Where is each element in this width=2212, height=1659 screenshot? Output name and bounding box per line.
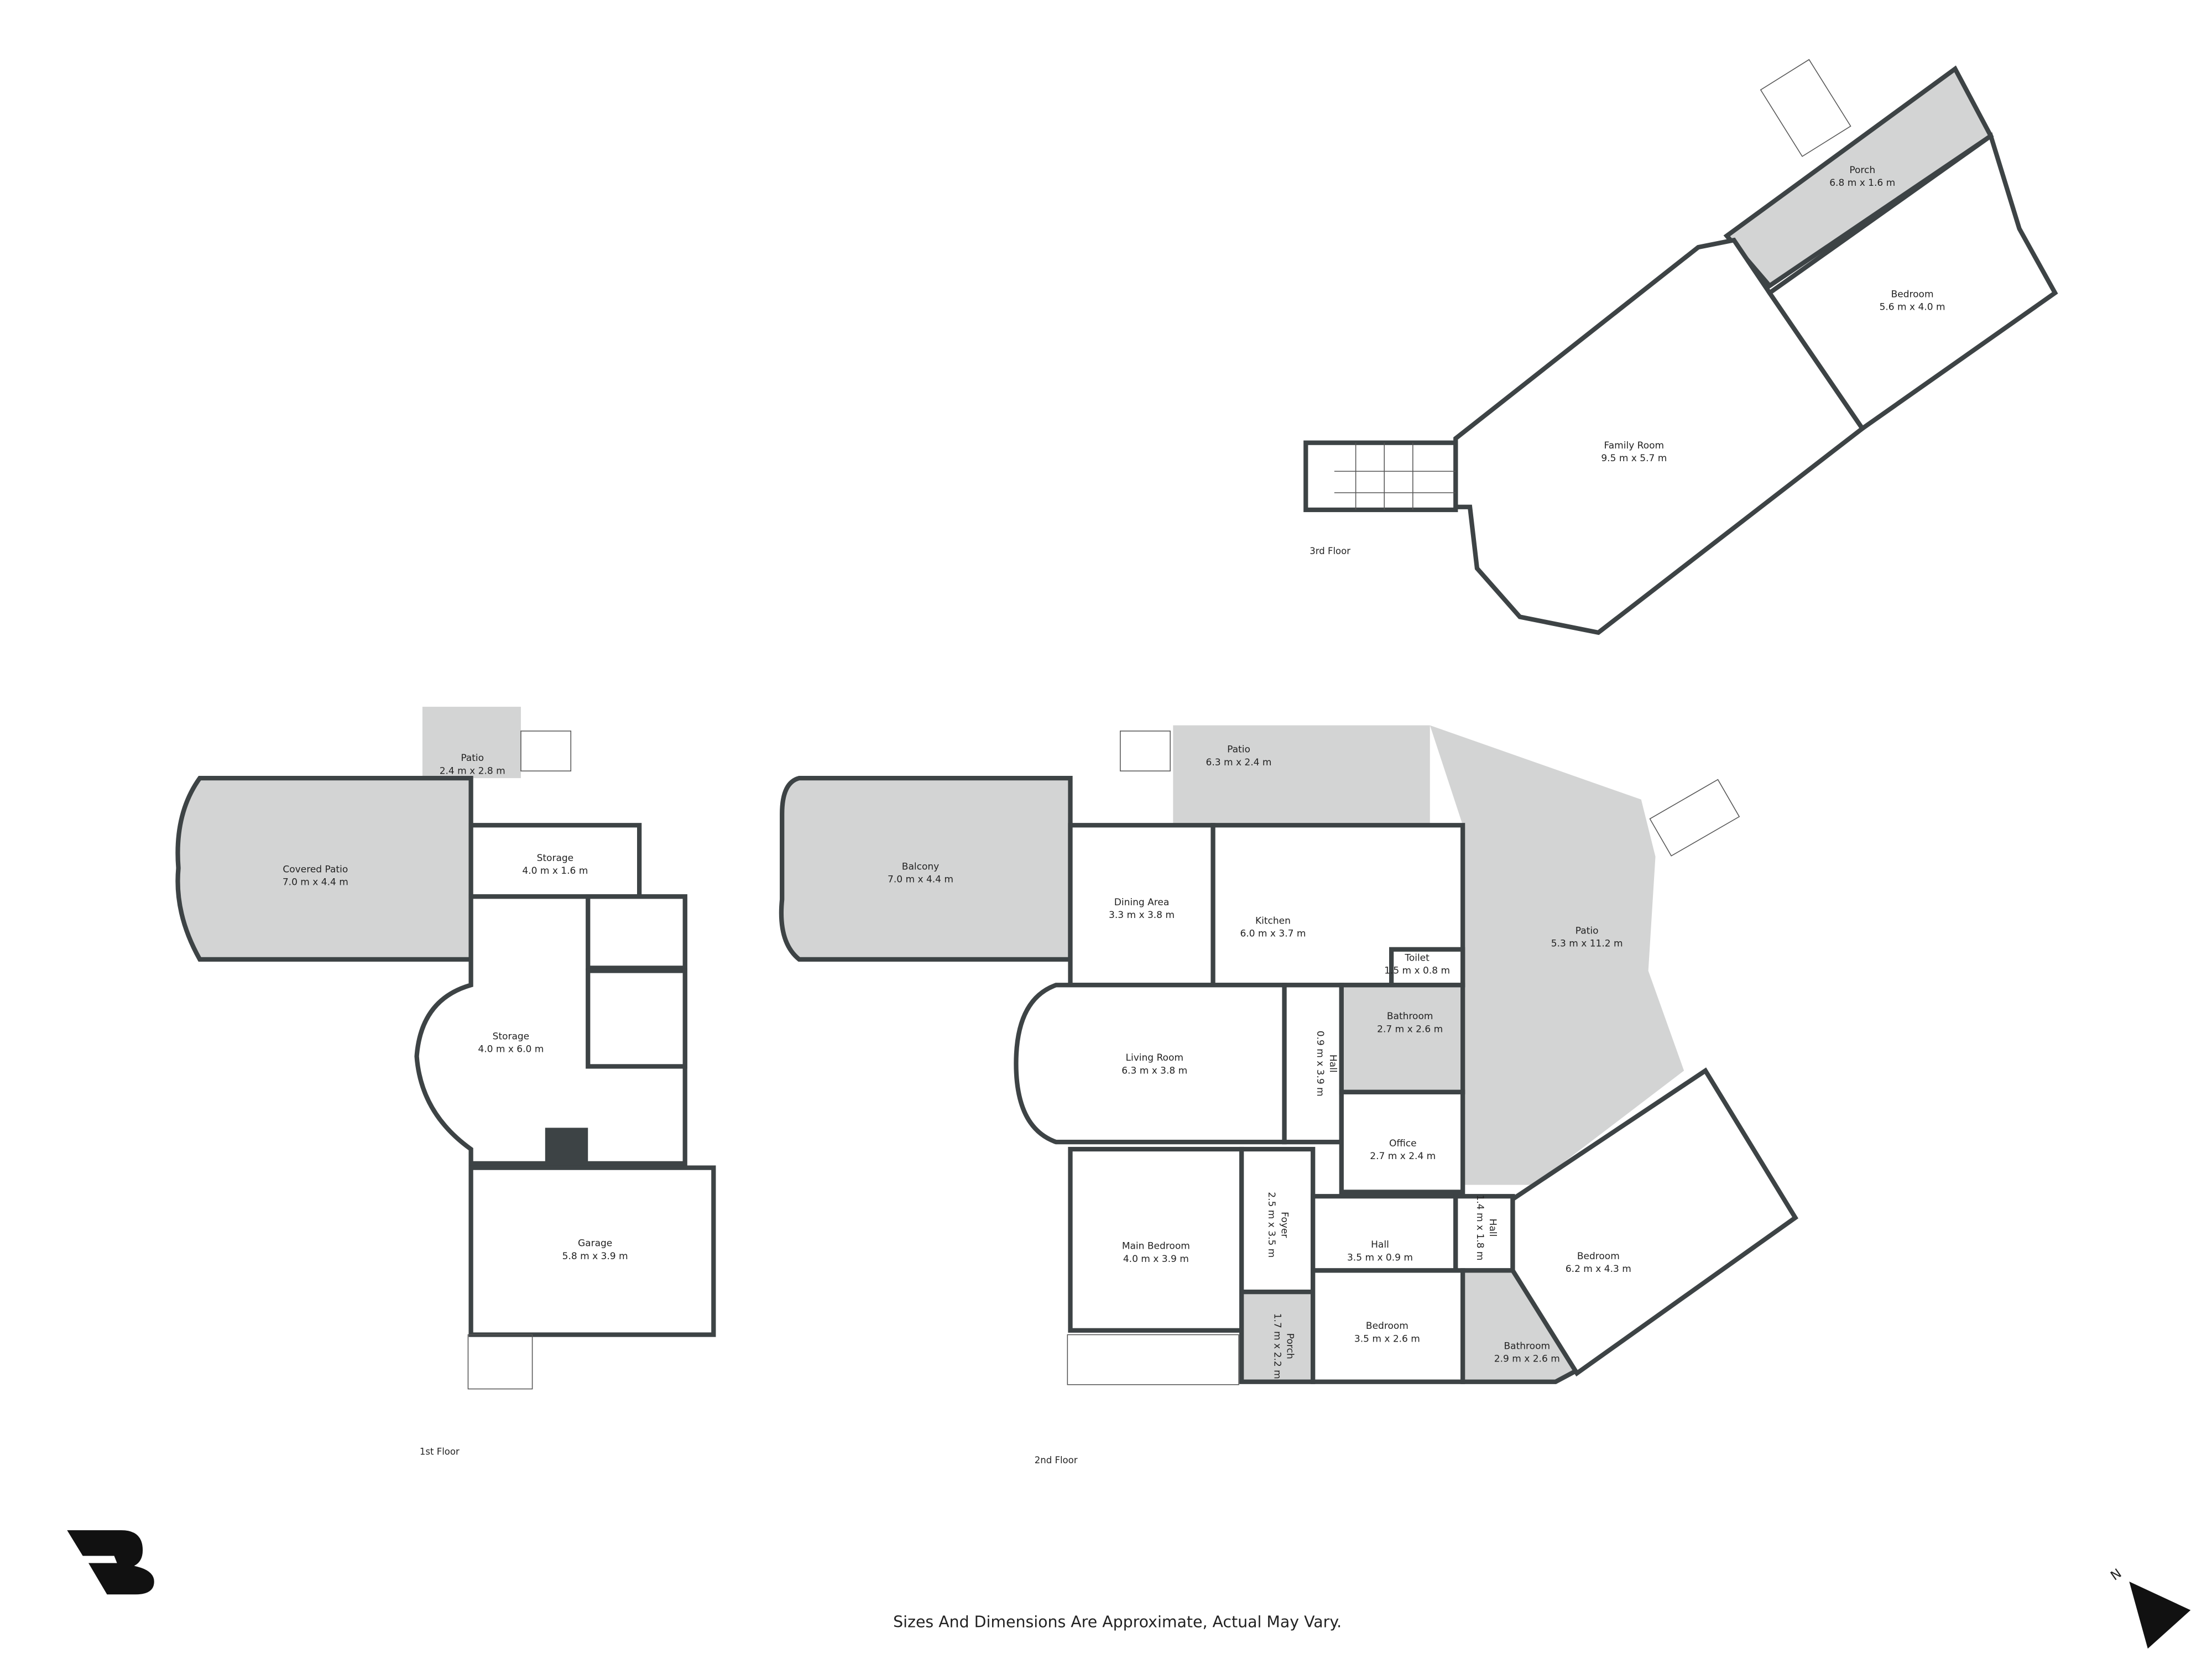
room-name: Dining Area bbox=[1114, 897, 1170, 908]
room-name: Family Room bbox=[1604, 440, 1665, 451]
room-name: Bedroom bbox=[1577, 1251, 1620, 1262]
room-dims: 3.5 m x 2.6 m bbox=[1354, 1333, 1420, 1344]
room-name: Bedroom bbox=[1891, 289, 1934, 300]
room-dims: 3.3 m x 3.8 m bbox=[1109, 910, 1175, 921]
exterior-stairs bbox=[1649, 779, 1740, 857]
exterior-stairs bbox=[1760, 59, 1851, 157]
room-shape-bedroom-6-2 bbox=[1510, 1067, 1798, 1377]
room-dims: 6.3 m x 2.4 m bbox=[1206, 757, 1272, 768]
floor-label-3rd: 3rd Floor bbox=[1310, 546, 1350, 556]
room-name: Bedroom bbox=[1366, 1321, 1408, 1332]
room-shape-bedroom-3-5 bbox=[1311, 1268, 1465, 1384]
room-dims: 5.3 m x 11.2 m bbox=[1551, 938, 1623, 950]
floor-label-1st: 1st Floor bbox=[420, 1446, 460, 1457]
room-dims: 6.8 m x 1.6 m bbox=[1829, 178, 1895, 189]
room-dims: 5.6 m x 4.0 m bbox=[1880, 302, 1945, 313]
north-arrow-icon: N bbox=[2108, 1566, 2191, 1649]
room-name: Toilet bbox=[1404, 952, 1430, 963]
room-name: Porch bbox=[1285, 1333, 1296, 1359]
room-dims: 5.8 m x 3.9 m bbox=[562, 1251, 628, 1262]
room-dims: 4.0 m x 1.6 m bbox=[522, 865, 588, 877]
room-name: Kitchen bbox=[1255, 915, 1291, 926]
room-dims: 6.3 m x 3.8 m bbox=[1121, 1065, 1187, 1076]
room-shape-office bbox=[1339, 1089, 1465, 1194]
room-name: Balcony bbox=[902, 861, 939, 872]
storage-closet bbox=[586, 894, 687, 971]
disclaimer-text: Sizes And Dimensions Are Approximate, Ac… bbox=[893, 1613, 1342, 1631]
room-dims: 2.7 m x 2.6 m bbox=[1377, 1024, 1443, 1035]
room-dims: 2.7 m x 2.4 m bbox=[1370, 1151, 1436, 1162]
room-dims: 1.4 m x 1.8 m bbox=[1474, 1195, 1485, 1261]
room-shape-storage-small bbox=[468, 823, 642, 899]
room-dims: 6.2 m x 4.3 m bbox=[1566, 1264, 1631, 1275]
storage-closet bbox=[586, 968, 687, 1069]
room-dims: 4.0 m x 3.9 m bbox=[1123, 1254, 1189, 1265]
third-floor-plan: Porch 6.8 m x 1.6 m Bedroom 5.6 m x 4.0 … bbox=[1303, 59, 2058, 635]
exterior-stairs bbox=[1120, 731, 1171, 771]
room-shape-bedroom-3f bbox=[1766, 132, 2058, 432]
room-shape-foyer bbox=[1239, 1146, 1316, 1295]
room-name: Patio bbox=[1227, 744, 1250, 755]
floor-label-2nd: 2nd Floor bbox=[1035, 1455, 1078, 1465]
room-dims: 2.5 m x 3.5 m bbox=[1266, 1192, 1277, 1258]
chimney bbox=[545, 1128, 588, 1164]
room-shape-covered-patio bbox=[175, 775, 473, 962]
room-dims: 1.5 m x 0.8 m bbox=[1384, 966, 1450, 977]
staircase bbox=[1303, 440, 1458, 513]
room-shape-family-room bbox=[1453, 237, 1866, 635]
room-shape-bathroom-2 bbox=[1460, 1268, 1580, 1384]
room-dims: 4.0 m x 6.0 m bbox=[478, 1044, 544, 1055]
room-name: Storage bbox=[493, 1031, 530, 1042]
room-name: Office bbox=[1389, 1138, 1417, 1149]
room-name: Patio bbox=[461, 753, 484, 764]
room-name: Storage bbox=[537, 853, 574, 864]
room-name: Main Bedroom bbox=[1122, 1241, 1190, 1252]
second-floor-plan: Patio 6.3 m x 2.4 m Balcony 7.0 m x 4.4 … bbox=[779, 725, 1798, 1465]
room-name: Hall bbox=[1371, 1239, 1389, 1250]
room-shape-balcony bbox=[779, 775, 1073, 962]
room-name: Hall bbox=[1327, 1055, 1338, 1073]
room-name: Patio bbox=[1575, 925, 1599, 936]
room-shape-bathroom-1 bbox=[1339, 983, 1465, 1094]
room-shape-hall-3-5 bbox=[1311, 1194, 1458, 1273]
room-shape-patio-1f bbox=[422, 707, 521, 779]
room-name: Bathroom bbox=[1387, 1011, 1433, 1022]
room-dims: 7.0 m x 4.4 m bbox=[888, 874, 953, 885]
brand-logo bbox=[67, 1530, 154, 1595]
room-shape-patio-top bbox=[1173, 725, 1430, 826]
room-shape-garage bbox=[468, 1165, 716, 1337]
room-dims: 0.9 m x 3.9 m bbox=[1314, 1031, 1326, 1097]
room-dims: 9.5 m x 5.7 m bbox=[1601, 453, 1667, 464]
exterior-stairs bbox=[467, 1334, 533, 1390]
room-dims: 3.5 m x 0.9 m bbox=[1347, 1252, 1413, 1263]
exterior-stairs bbox=[520, 731, 572, 771]
room-name: Foyer bbox=[1279, 1212, 1290, 1238]
room-shape-living-room bbox=[1014, 983, 1287, 1145]
room-shape-patio-large bbox=[1430, 725, 1684, 1185]
room-name: Porch bbox=[1849, 165, 1875, 176]
room-name: Garage bbox=[578, 1238, 612, 1249]
stair-treads bbox=[1334, 442, 1456, 510]
room-name: Living Room bbox=[1126, 1052, 1183, 1063]
exterior-stairs bbox=[1067, 1334, 1239, 1385]
room-dims: 2.9 m x 2.6 m bbox=[1494, 1354, 1560, 1365]
room-name: Bathroom bbox=[1504, 1340, 1551, 1352]
room-shape-main-bedroom bbox=[1068, 1146, 1244, 1333]
compass-label: N bbox=[2108, 1566, 2125, 1583]
room-shape-hall-vertical bbox=[1282, 983, 1344, 1145]
room-dims: 1.7 m x 2.2 m bbox=[1272, 1313, 1283, 1379]
room-dims: 7.0 m x 4.4 m bbox=[283, 877, 348, 888]
room-name: Covered Patio bbox=[283, 864, 348, 875]
room-dims: 2.4 m x 2.8 m bbox=[440, 765, 505, 776]
room-dims: 6.0 m x 3.7 m bbox=[1240, 928, 1306, 940]
room-name: Hall bbox=[1487, 1219, 1498, 1237]
first-floor-plan: Patio 2.4 m x 2.8 m Covered Patio 7.0 m … bbox=[175, 707, 716, 1457]
